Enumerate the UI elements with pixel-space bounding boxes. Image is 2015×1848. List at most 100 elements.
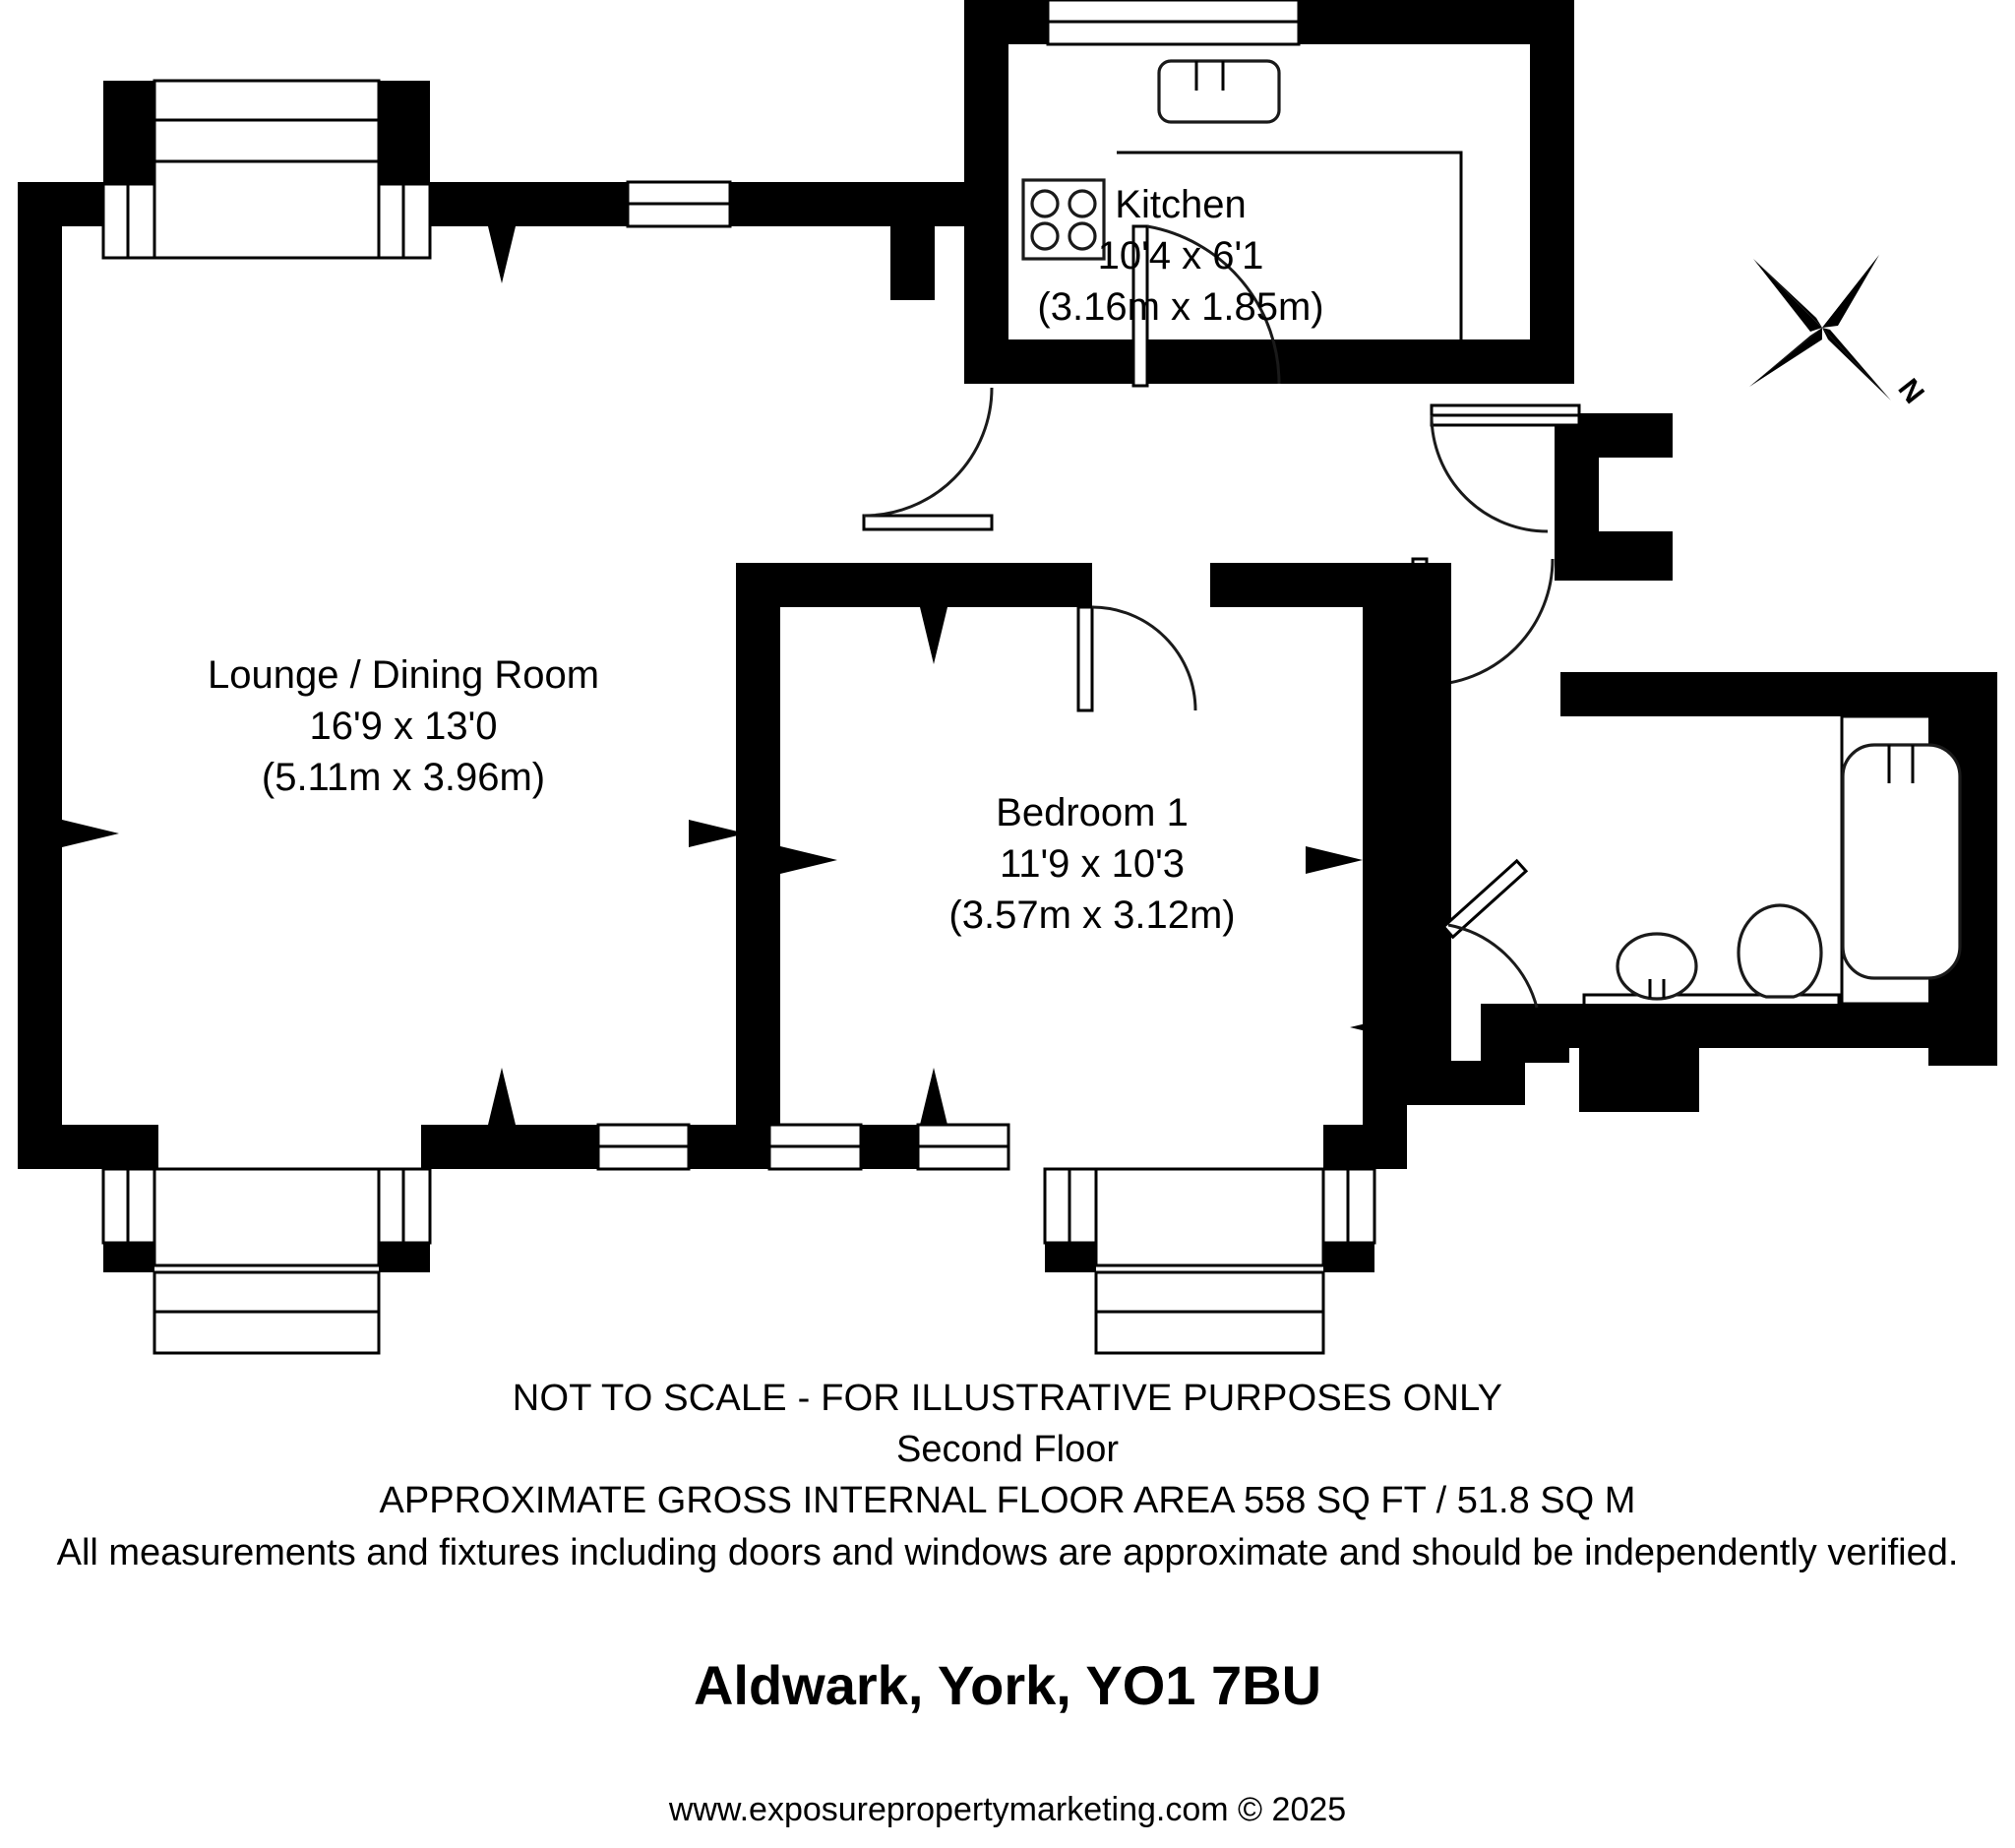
bay-top-left-return-left-2 <box>126 182 156 260</box>
bay-top-left-body <box>153 159 381 260</box>
bay-bottom-left-return-left <box>101 1167 130 1245</box>
direction-marker-bottom-2 <box>920 1068 947 1125</box>
bay-bottom-left-return-right <box>377 1167 405 1245</box>
direction-marker-top-1 <box>488 226 516 283</box>
hob-ring-3 <box>1030 221 1060 251</box>
room-name-kitchen: Kitchen <box>1115 183 1247 226</box>
wall-hall-left-upper <box>890 182 964 226</box>
bay-top-left-return-left <box>101 182 130 260</box>
wall-lounge-bottom-left <box>18 1125 158 1169</box>
bay-bottom-left-return-right-2 <box>401 1167 432 1245</box>
wall-lounge-top-right <box>549 182 628 226</box>
compass-rose-icon: N <box>1749 255 1930 409</box>
room-dimensions-imperial-kitchen: 10'4 x 6'1 <box>1097 234 1264 277</box>
kitchen-sink-icon <box>1157 59 1281 124</box>
room-name-lounge: Lounge / Dining Room <box>207 653 600 697</box>
bay-top-left-glazing-inner <box>153 118 381 163</box>
wall-bedroom-left <box>736 563 780 1169</box>
wall-hall-right-edge <box>1628 531 1673 581</box>
notice-disclaimer: All measurements and fixtures including … <box>56 1532 1959 1573</box>
hob-ring-4 <box>1068 221 1097 251</box>
bath-icon <box>1841 743 1962 980</box>
notice-not-to-scale: NOT TO SCALE - FOR ILLUSTRATIVE PURPOSES… <box>512 1378 1503 1419</box>
notice-floor-area: APPROXIMATE GROSS INTERNAL FLOOR AREA 55… <box>379 1480 1636 1521</box>
kitchen-door-leaf <box>1131 224 1149 388</box>
wall-kitchen-left <box>964 0 1008 384</box>
wash-basin-icon <box>1616 932 1698 1001</box>
bathroom-vanity-counter <box>1582 993 1841 1032</box>
wall-kitchen-right <box>1530 0 1574 384</box>
window-kitchen-top-outer <box>1046 0 1301 24</box>
bedroom-door-leaf <box>1076 605 1094 712</box>
window-lounge-bottom-outer <box>596 1123 691 1148</box>
bay-bottom-left-glazing-outer <box>153 1310 381 1355</box>
compass-north-label: N <box>1891 373 1929 409</box>
bay-bottom-right-body <box>1094 1167 1325 1267</box>
window-bedroom-bottom-outer <box>916 1123 1010 1148</box>
hob-ring-2 <box>1068 189 1097 218</box>
bathroom-door-leaf <box>1441 858 1529 940</box>
bay-top-left-return-right <box>377 182 405 260</box>
wall-hall-left-vertical <box>890 226 935 300</box>
wall-kitchen-top-right <box>1299 0 1574 44</box>
bay-top-left-return-right-2 <box>401 182 432 260</box>
wall-hall-bottom-step2 <box>1481 1004 1569 1063</box>
wall-lounge-left <box>18 182 62 1169</box>
window-lounge-top-right-inner <box>626 202 732 228</box>
bay-bottom-left-glazing-inner <box>153 1270 381 1314</box>
bedroom-door-swing <box>1091 605 1197 711</box>
room-dimensions-metric-kitchen: (3.16m x 1.85m) <box>1037 285 1324 329</box>
hall-door-leaf-1 <box>862 514 994 531</box>
wall-bathroom-top <box>1560 672 1865 716</box>
wall-kitchen-bottom <box>1008 339 1574 384</box>
bay-bottom-left-body <box>153 1167 381 1267</box>
compass-rose: N <box>1712 241 1938 428</box>
bay-bottom-right-return-left <box>1043 1167 1071 1245</box>
bay-bottom-right-return-right-2 <box>1346 1167 1376 1245</box>
window-lounge-top-right-outer <box>626 180 732 206</box>
direction-marker-mid-2 <box>780 846 837 874</box>
hob-ring-1 <box>1030 189 1060 218</box>
room-dimensions-imperial-bedroom1: 11'9 x 10'3 <box>999 842 1185 886</box>
window-hall-right-inner <box>1430 413 1581 427</box>
wall-lounge-top-mid <box>421 182 549 226</box>
room-label-lounge: Lounge / Dining Room 16'9 x 13'0 (5.11m … <box>59 649 748 803</box>
hall-door-swing-1 <box>863 387 994 518</box>
bay-bottom-right-return-left-2 <box>1068 1167 1098 1245</box>
direction-marker-left-1 <box>62 820 119 847</box>
window-bedroom-bottom-small-outer <box>767 1123 863 1148</box>
bay-top-left-jamb-right <box>379 81 430 184</box>
direction-marker-mid-1 <box>689 820 746 847</box>
hall-right-door-swing <box>1430 414 1549 533</box>
bay-bottom-right-return-right <box>1321 1167 1350 1245</box>
wall-hall-right-diag <box>1555 413 1599 531</box>
notice-floor-level: Second Floor <box>895 1429 1119 1470</box>
wall-bedroom-right <box>1363 563 1407 1169</box>
wall-bedroom-top-left <box>736 563 1092 607</box>
window-kitchen-top-inner <box>1046 20 1301 46</box>
wall-bathroom-bottom-right <box>1943 1004 1997 1048</box>
toilet-icon <box>1737 903 1823 999</box>
bay-top-left-jamb-left <box>103 81 154 184</box>
window-lounge-bottom-inner <box>596 1144 691 1171</box>
window-bedroom-bottom-inner <box>916 1144 1010 1171</box>
wall-hall-stub-left <box>769 182 890 226</box>
bay-bottom-left-return-left-2 <box>126 1167 156 1245</box>
room-dimensions-imperial-lounge: 16'9 x 13'0 <box>309 705 498 748</box>
wall-bathroom-bottom-left-2 <box>1579 1004 1699 1112</box>
bay-top-left-glazing-outer <box>153 79 381 122</box>
wall-bathroom-right-upper <box>1865 672 1997 716</box>
wall-hall-bottom-step <box>1407 1061 1525 1105</box>
wall-lounge-bottom-mid <box>421 1125 598 1169</box>
room-name-bedroom1: Bedroom 1 <box>996 791 1189 834</box>
room-dimensions-metric-bedroom1: (3.57m x 3.12m) <box>948 893 1236 937</box>
wall-kitchen-top-left <box>964 0 1048 44</box>
landing-door-swing <box>1426 558 1555 687</box>
room-label-kitchen: Kitchen 10'4 x 6'1 (3.16m x 1.85m) <box>945 179 1417 333</box>
kitchen-door-swing <box>1146 224 1281 385</box>
wall-lounge-top-right-2 <box>730 182 769 226</box>
bathroom-door-swing <box>1447 923 1539 1009</box>
bay-bottom-right-glazing-outer <box>1094 1310 1325 1355</box>
